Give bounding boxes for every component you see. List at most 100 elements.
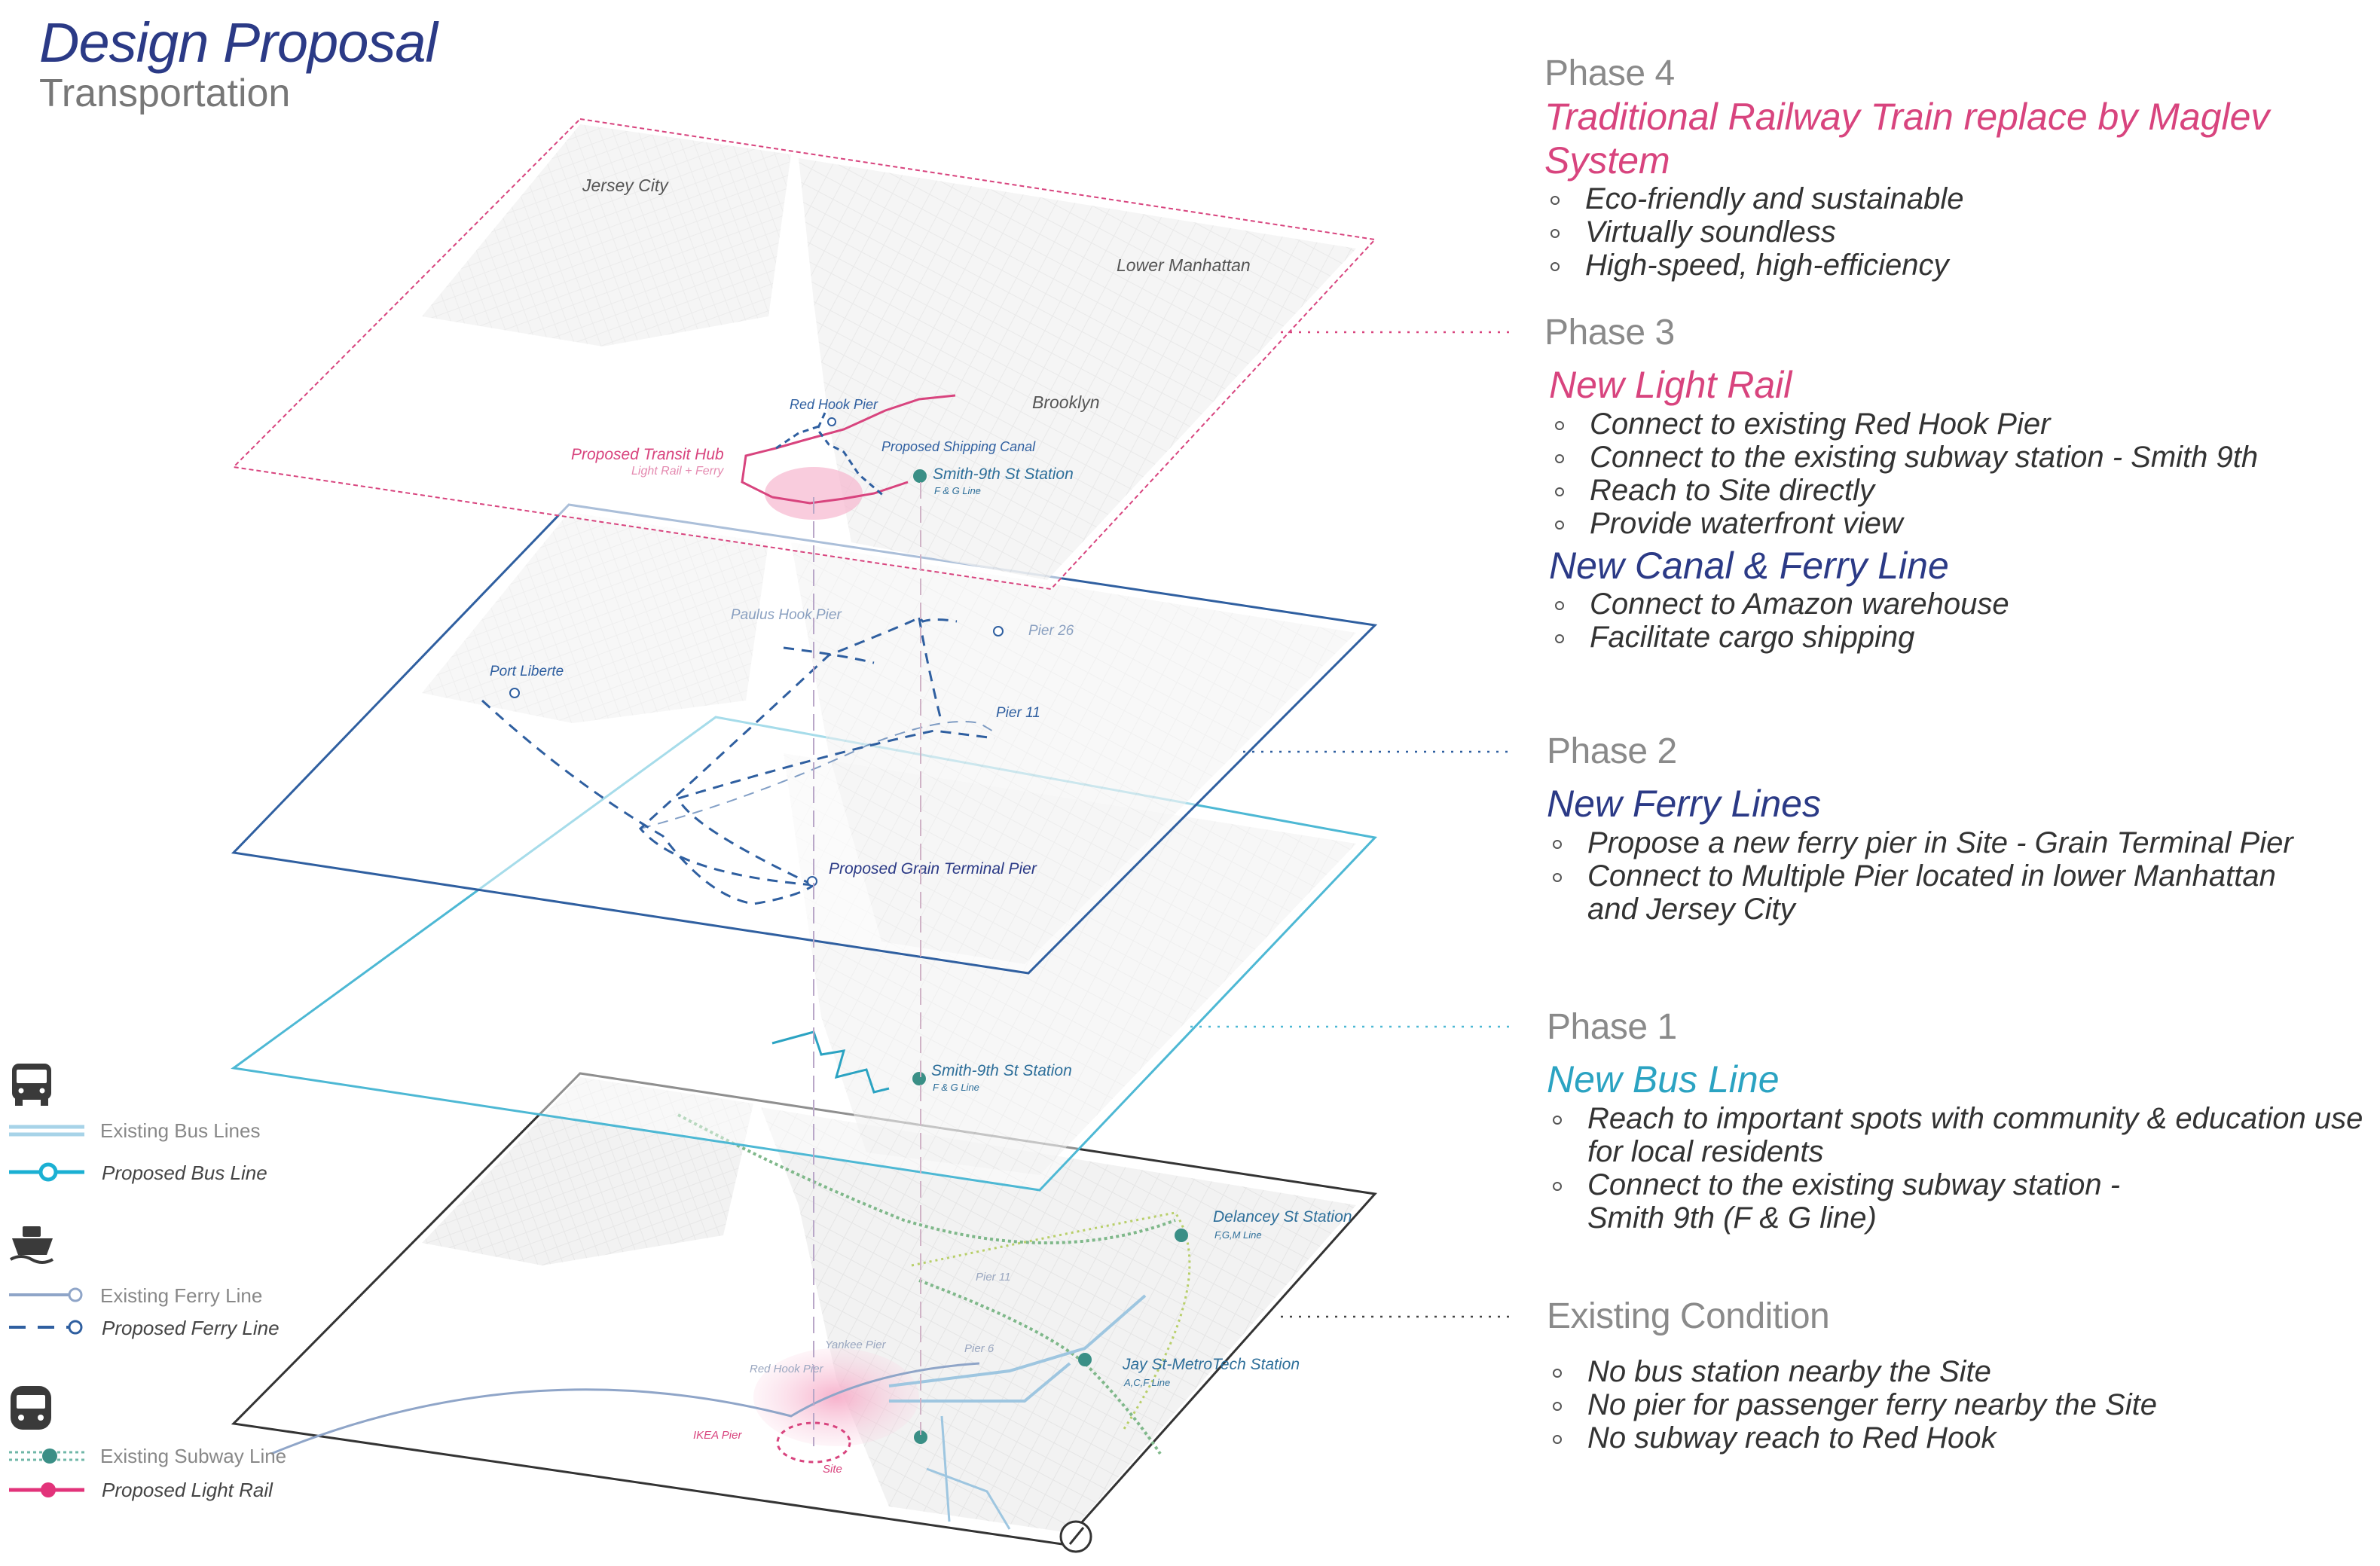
landmass [761,1107,1356,1533]
legend-existing-bus-label: Existing Bus Lines [100,1119,261,1142]
map-label: A,C,F Line [1123,1377,1170,1388]
site-area [753,1348,919,1446]
existing-subway-line [911,1211,1191,1432]
bullet-item: Connect to the existing subway station -… [1549,441,2373,474]
legend-proposed-rail-node [41,1482,56,1497]
map-label: Yankee Pier [825,1339,887,1351]
bullet-list: Propose a new ferry pier in Site - Grain… [1547,826,2345,926]
map-label: Pier 6 [964,1342,994,1355]
red-hook-pier-dot [827,417,836,426]
phase-1-block: Phase 1 New Bus Line Reach to important … [1547,1006,2375,1235]
layer-connectors [813,482,921,1446]
smith-station-dot [912,1072,926,1085]
transit-hub-area [765,467,863,520]
title-block: Design Proposal Transportation [39,11,438,115]
bullet-item: Connect to Amazon warehouse [1549,588,2373,621]
phase-heading: Phase 4 [1544,53,1675,93]
north-arrow-icon [1059,1520,1092,1553]
map-label: Red Hook Pier [750,1363,824,1375]
map-label: Red Hook Pier [790,397,878,412]
existing-subway-line [677,1113,1176,1244]
proposed-ferry-line [638,616,958,887]
layer-phase2: Paulus Hook Pier Port Liberte Pier 26 Pi… [231,503,1378,975]
map-label: Delancey St Station [1213,1208,1352,1226]
bullet-item: No pier for passenger ferry nearby the S… [1547,1388,2375,1421]
map-label: Pier 26 [1028,623,1074,639]
legend-proposed-ferry-node [68,1320,83,1335]
map-label: F & G Line [933,1082,979,1093]
map-label: IKEA Pier [693,1429,742,1442]
legend [9,1064,84,1497]
map-label: Light Rail + Ferry [631,465,724,478]
phase-3-block: Phase 3 New Light Rail Connect to existi… [1544,312,2373,654]
existing-condition-block: Existing Condition No bus station nearby… [1547,1296,2375,1455]
phase-heading: Phase 3 [1544,313,1675,353]
legend-existing-ferry-node [68,1287,83,1302]
legend-proposed-bus-label: Proposed Bus Line [102,1162,267,1184]
landmass [422,512,768,723]
proposed-light-rail [771,481,909,505]
layer-existing: Delancey St Station F,G,M Line Pier 11 Y… [231,1072,1377,1553]
landmass [791,542,1356,964]
map-label: Lower Manhattan [1117,255,1251,275]
landmass [422,1077,753,1265]
bullet-list: Connect to Amazon warehouse Facilitate c… [1549,588,2373,654]
delancey-station-dot [1175,1229,1188,1242]
section-title: New Canal & Ferry Line [1549,544,1949,587]
bullet-item: Reach to important spots with community … [1547,1102,2371,1168]
bullet-item: Facilitate cargo shipping [1549,621,2373,654]
map-label: Site [823,1463,842,1476]
page-subtitle: Transportation [39,71,291,115]
proposed-bus-line [771,1030,890,1094]
legend-proposed-ferry-label: Proposed Ferry Line [102,1317,280,1339]
bullet-item: Provide waterfront view [1549,507,2373,540]
map-label: Pier 11 [996,705,1040,721]
map-label: Smith-9th St Station [933,466,1074,483]
map-label: Proposed Shipping Canal [881,439,1036,454]
smith-station-dot [913,469,927,483]
map-label: Jersey City [582,176,669,195]
ferry-icon [10,1226,53,1264]
train-icon [11,1386,51,1430]
bullet-list: Reach to important spots with community … [1547,1102,2375,1235]
bullet-item: Virtually soundless [1544,215,2373,249]
phase-2-block: Phase 2 New Ferry Lines Propose a new fe… [1547,731,2375,926]
map-label: Proposed Grain Terminal Pier [829,860,1037,878]
smith-station-dot [914,1430,927,1444]
bullet-list: No bus station nearby the Site No pier f… [1547,1355,2375,1455]
bullet-item: No bus station nearby the Site [1547,1355,2375,1388]
bullet-item: Propose a new ferry pier in Site - Grain… [1547,826,2345,859]
phase-heading: Phase 1 [1547,1007,1677,1047]
phase-heading: Phase 2 [1547,731,1677,771]
proposed-ferry-line [775,424,822,450]
legend-proposed-bus-node [38,1162,58,1182]
bullet-item: Connect to existing Red Hook Pier [1549,408,2373,441]
legend-existing-subway-node [42,1448,57,1464]
proposed-light-rail [741,394,956,499]
bullet-item: High-speed, high-efficiency [1544,249,2373,282]
bullet-item: No subway reach to Red Hook [1547,1421,2375,1455]
phase-4-block: Phase 4 Traditional Railway Train replac… [1544,53,2373,282]
map-label: Proposed Transit Hub [571,446,724,463]
section-title: New Ferry Lines [1547,783,1821,825]
layer-phase3: Jersey City Lower Manhattan Brooklyn Red… [231,118,1377,591]
bus-icon [12,1064,51,1106]
landmass [799,158,1356,580]
map-label: Smith-9th St Station [931,1062,1072,1079]
map-label: Brooklyn [1032,392,1099,412]
bullet-item: Reach to Site directly [1549,474,2373,507]
proposed-shipping-canal [816,412,886,499]
jay-st-station-dot [1078,1353,1092,1366]
proposed-ferry-line [783,617,943,724]
legend-existing-ferry-label: Existing Ferry Line [100,1284,263,1307]
page-title: Design Proposal [39,11,438,74]
bullet-item: Connect to Multiple Pier located in lowe… [1547,859,2311,926]
map-label: Pier 11 [976,1271,1010,1284]
section-title: Traditional Railway Train replace by Mag… [1544,96,2270,182]
map-label: F & G Line [934,485,981,496]
section-title: New Bus Line [1547,1058,1780,1100]
bullet-item: Connect to the existing subway station -… [1547,1168,2160,1235]
map-label: Port Liberte [490,664,564,679]
map-label: Paulus Hook Pier [731,607,842,623]
